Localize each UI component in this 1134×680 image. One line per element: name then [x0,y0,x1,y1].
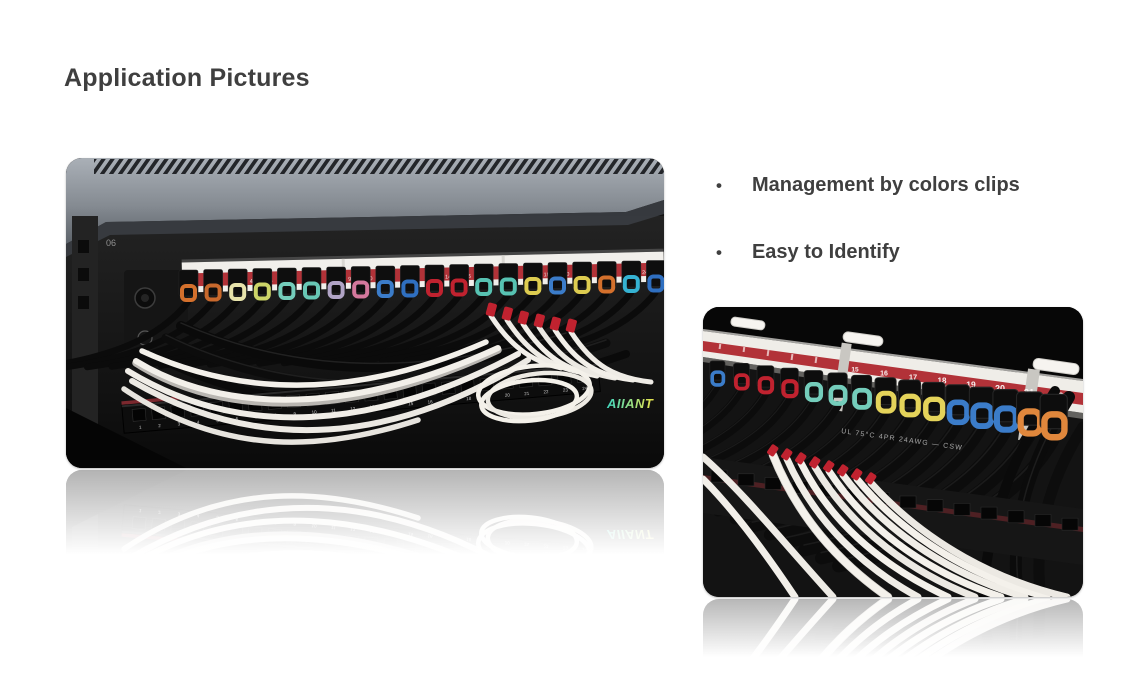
svg-text:21: 21 [524,391,530,396]
patch-cables-white [121,493,531,566]
left-photo-reflection: 06 1234567891011121314151617181920212223… [66,470,664,566]
svg-text:23: 23 [563,387,569,392]
svg-text:14: 14 [389,530,395,535]
svg-text:3: 3 [177,421,180,426]
svg-text:10: 10 [311,409,317,414]
svg-text:2: 2 [158,423,161,428]
svg-text:16: 16 [880,370,888,377]
svg-text:12: 12 [350,406,356,411]
left-photo: 06 1234567891011121314151617181920212223… [66,158,664,468]
lower-patch-panel [703,631,1083,665]
rack-rail: 06 [72,470,98,566]
svg-text:4: 4 [197,513,200,518]
color-clips-row [178,260,664,302]
panel-end-block [124,564,188,566]
svg-text:6: 6 [235,416,238,421]
svg-text:17: 17 [909,372,917,381]
rack-lid [66,158,664,257]
svg-text:18: 18 [466,396,472,401]
svg-text:2: 2 [158,510,161,515]
svg-text:5: 5 [216,515,219,520]
red-clips-on-white [767,444,877,485]
svg-text:16: 16 [427,399,433,404]
svg-text:22: 22 [543,544,549,549]
red-clip-cluster [504,553,654,566]
white-cable-fan [703,599,1071,665]
svg-text:4: 4 [250,279,253,285]
svg-text:15: 15 [408,401,414,406]
rack-unit-label: 06 [106,238,116,248]
cabinet-logo-text: AIIANT [606,527,654,542]
cable-bundle [147,529,630,566]
svg-text:17: 17 [447,535,453,540]
patch-cables-black [746,623,1060,665]
cabinet-logo-text: AIIANT [606,396,654,411]
svg-text:1: 1 [139,508,142,513]
svg-text:1: 1 [139,425,142,430]
left-photo-image: 06 1234567891011121314151617181920212223… [66,470,664,566]
svg-text:24: 24 [582,547,588,552]
white-cable-coil [476,363,594,424]
patch-cables-white [121,339,531,445]
svg-text:16: 16 [427,533,433,538]
svg-text:22: 22 [543,389,549,394]
svg-text:12: 12 [350,527,356,532]
svg-text:3: 3 [177,511,180,516]
bullet-icon: • [716,176,722,195]
white-cable-fan [703,450,1071,597]
color-clips-row [709,360,1068,441]
bullet-item: • Easy to Identify [716,239,1020,266]
page-title: Application Pictures [64,64,310,92]
bullet-text: Management by colors clips [751,174,1020,196]
svg-text:19: 19 [544,272,550,278]
svg-text:24: 24 [642,270,648,276]
bullet-icon: • [716,243,722,262]
svg-text:14: 14 [445,274,451,280]
svg-text:23: 23 [563,545,569,550]
svg-text:20: 20 [505,540,511,545]
svg-text:15: 15 [408,532,414,537]
bullet-text: Easy to Identify [751,241,900,263]
svg-text:9: 9 [293,522,296,527]
svg-text:21: 21 [524,542,530,547]
label-holder-tab [1032,358,1080,376]
left-photo-image: 06 1234567891011121314151617181920212223… [66,158,664,468]
svg-text:7: 7 [255,518,258,523]
svg-text:20: 20 [505,392,511,397]
svg-text:18: 18 [466,537,472,542]
svg-text:15: 15 [851,366,859,373]
svg-text:9: 9 [293,411,296,416]
cable-bundle [978,599,1083,665]
svg-text:19: 19 [485,538,491,543]
bullet-list: • Management by colors clips • Easy to I… [716,172,1020,306]
svg-text:13: 13 [369,528,375,533]
svg-text:9: 9 [348,277,351,283]
label-holder-tab [842,331,884,347]
svg-text:19: 19 [966,380,976,390]
svg-text:10: 10 [311,523,317,528]
svg-text:6: 6 [235,517,238,522]
svg-text:11: 11 [331,408,337,413]
bullet-item: • Management by colors clips [716,172,1020,199]
svg-text:18: 18 [938,376,947,385]
svg-text:11: 11 [331,525,337,530]
white-cable-coil [476,514,594,566]
label-holder-tab [730,316,766,331]
svg-text:8: 8 [274,520,277,525]
svg-text:4: 4 [197,420,200,425]
svg-text:24: 24 [582,386,588,391]
svg-text:20: 20 [995,384,1005,394]
